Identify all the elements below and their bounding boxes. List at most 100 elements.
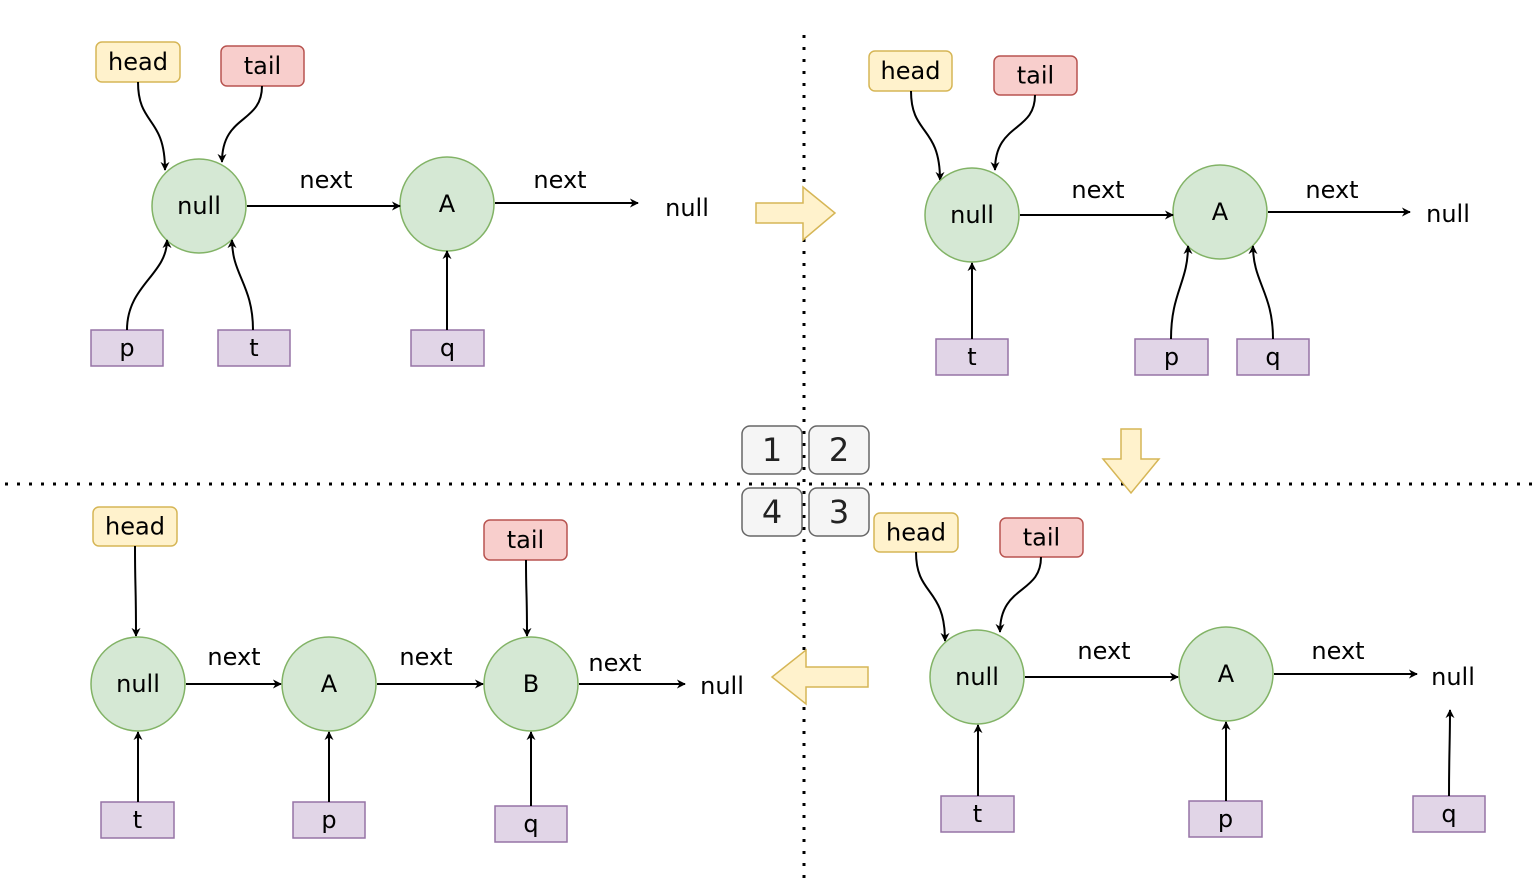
panel-3-head-arrow <box>915 551 950 642</box>
panel-1-terminal-null: null <box>665 194 709 222</box>
panel-3-head-label-label: head <box>886 519 946 547</box>
panel-1-tail-label-label: tail <box>244 52 281 80</box>
panel-3-tail-label-label: tail <box>1023 524 1060 552</box>
panel-1-pointer-arrow-1 <box>227 239 254 331</box>
flow-arrow-down-icon <box>1101 428 1161 495</box>
step-4-badge-label: 4 <box>762 493 782 531</box>
panel-4-pointer-p-box <box>292 801 366 839</box>
panel-2-tail-label: tail <box>993 55 1078 96</box>
panel-4-node-2-circle <box>483 636 579 732</box>
step-1-badge-box <box>741 425 803 475</box>
panel-3-pointer-t-label: t <box>973 800 982 828</box>
panel-4-node-1-circle <box>281 636 377 732</box>
panel-2-pointer-t: t <box>935 338 1009 376</box>
panel-2-node-0-label: null <box>950 201 994 229</box>
step-3-badge-label: 3 <box>829 493 849 531</box>
panel-3-node-1-label: A <box>1218 660 1235 688</box>
panel-4-pointer-q-label: q <box>523 810 538 838</box>
panel-2-pointer-q-label: q <box>1265 343 1280 371</box>
panel-2-head-arrow <box>910 90 945 181</box>
panel-3-pointer-q-box <box>1412 795 1486 833</box>
panel-3-tail-arrow <box>995 556 1042 633</box>
panel-3-node-1: A <box>1178 626 1274 722</box>
panel-1-pointer-q: q <box>410 329 485 367</box>
panel-4-node-2-label: B <box>523 670 539 698</box>
panel-3-next-label-1: next <box>1311 637 1364 665</box>
step-2-badge: 2 <box>808 425 870 475</box>
panel-4-next-label-2: next <box>588 649 641 677</box>
panel-4-tail-label: tail <box>483 519 568 561</box>
panel-1-tail-arrow <box>217 85 263 163</box>
panel-4-pointer-p-label: p <box>321 806 336 834</box>
panel-3-node-0-circle <box>929 629 1025 725</box>
panel-2-tail-label-label: tail <box>1017 62 1054 90</box>
panel-1-pointer-q-label: q <box>440 334 455 362</box>
panel-3-pointer-q-label: q <box>1441 800 1456 828</box>
step-3-badge-box <box>808 487 870 537</box>
panel-1-head-label: head <box>95 41 181 83</box>
panel-4-pointer-q: q <box>494 805 568 843</box>
panel-4-node-2: B <box>483 636 579 732</box>
panel-1-node-0-label: null <box>177 192 221 220</box>
panel-1-node-1: A <box>399 156 495 252</box>
panel-1-pointer-t: t <box>217 329 291 367</box>
panel-1-next-label-1: next <box>533 166 586 194</box>
panel-3-tail-label: tail <box>999 517 1084 558</box>
panel-3-pointer-arrow-2 <box>1445 709 1455 797</box>
panel-2-node-0-circle <box>924 167 1020 263</box>
panel-3-node-0: null <box>929 629 1025 725</box>
panel-2-node-1: A <box>1172 164 1268 260</box>
panel-2-node-0: null <box>924 167 1020 263</box>
panel-1-pointer-t-label: t <box>249 334 258 362</box>
panel-2-node-1-label: A <box>1212 198 1229 226</box>
panel-1-pointer-p-box <box>90 329 164 367</box>
panel-1-head-arrow <box>137 81 170 171</box>
panel-4-node-0-circle <box>90 636 186 732</box>
panel-1-pointer-p: p <box>90 329 164 367</box>
step-4-badge: 4 <box>741 487 803 537</box>
panel-4-head-label: head <box>92 506 178 547</box>
panel-3-pointer-t: t <box>940 795 1015 833</box>
panel-1-node-0-circle <box>151 158 247 254</box>
panel-4-next-label-0: next <box>207 643 260 671</box>
panel-4-tail-arrow <box>522 559 532 637</box>
panel-1-next-label-0: next <box>299 166 352 194</box>
step-1-badge-label: 1 <box>762 431 782 469</box>
panel-3-node-0-label: null <box>955 663 999 691</box>
panel-1-node-0: null <box>151 158 247 254</box>
panel-4-head-label-label: head <box>105 513 165 541</box>
panel-2-pointer-q-box <box>1236 338 1310 376</box>
panel-2-pointer-p-label: p <box>1164 343 1179 371</box>
panel-2-pointer-arrow-1 <box>1170 245 1193 340</box>
panel-2-tail-arrow <box>990 94 1036 171</box>
step-2-badge-box <box>808 425 870 475</box>
panel-2-pointer-q: q <box>1236 338 1310 376</box>
panel-4-node-1-label: A <box>321 670 338 698</box>
panel-2-pointer-arrow-2 <box>1248 245 1274 340</box>
panel-4-pointer-t-label: t <box>133 806 142 834</box>
step-1-badge: 1 <box>741 425 803 475</box>
panel-2-terminal-null: null <box>1426 200 1470 228</box>
panel-3-next-label-0: next <box>1077 637 1130 665</box>
panel-2-head-label-label: head <box>881 57 941 85</box>
panel-2-head-label: head <box>868 50 953 92</box>
panel-4-pointer-p: p <box>292 801 366 839</box>
panel-1-pointer-p-label: p <box>119 334 134 362</box>
panel-1-pointer-q-box <box>410 329 485 367</box>
panel-2-next-label-1: next <box>1305 176 1358 204</box>
panel-4-node-1: A <box>281 636 377 732</box>
panel-4-node-0-label: null <box>116 670 160 698</box>
panel-3-pointer-q: q <box>1412 795 1486 833</box>
step-4-badge-box <box>741 487 803 537</box>
panel-4-tail-label-label: tail <box>507 526 544 554</box>
panel-2-pointer-p: p <box>1134 338 1209 376</box>
panel-4-pointer-t-box <box>100 801 175 839</box>
panel-4-terminal-null: null <box>700 672 744 700</box>
panel-3-pointer-p: p <box>1188 800 1263 838</box>
panel-3-head-label: head <box>873 512 959 553</box>
panel-2-next-label-0: next <box>1071 176 1124 204</box>
panel-3-pointer-p-label: p <box>1218 805 1233 833</box>
flow-arrow-right-icon <box>755 185 837 242</box>
panel-4-head-arrow <box>131 545 141 637</box>
